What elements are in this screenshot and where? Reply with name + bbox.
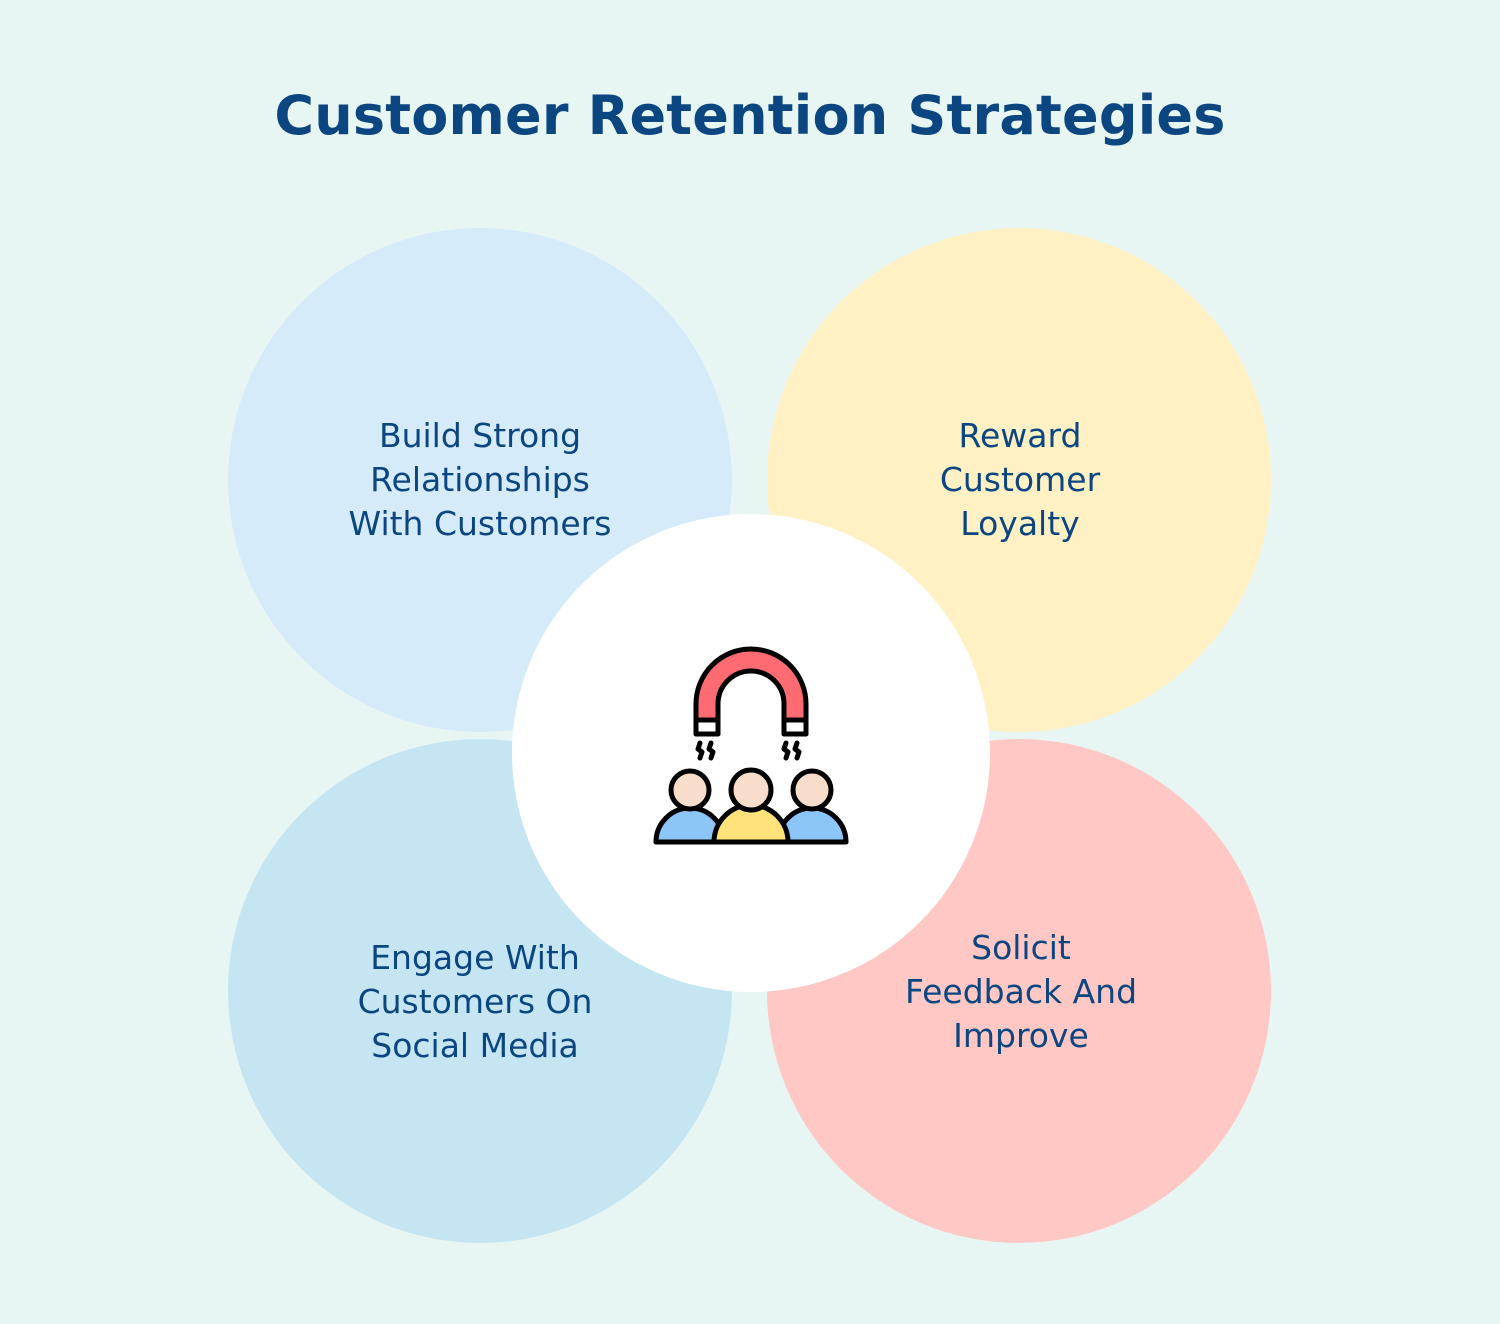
- person-head-right: [790, 768, 834, 812]
- strategy-label-build-relationships: Build Strong Relationships With Customer…: [348, 416, 612, 543]
- magnet-shape: [693, 646, 809, 737]
- strategy-label-social-media: Engage With Customers On Social Media: [357, 938, 593, 1065]
- person-head-middle: [728, 767, 774, 813]
- page-title: Customer Retention Strategies: [274, 84, 1226, 147]
- magnet-tip-right: [781, 717, 809, 737]
- center-circle: [512, 514, 990, 992]
- magnet-tip-left: [693, 717, 721, 737]
- strategy-label-solicit-feedback: Solicit Feedback And Improve: [904, 928, 1138, 1055]
- magnet-attracting-customers-icon: [653, 646, 849, 845]
- attraction-sparks: [695, 740, 802, 761]
- strategy-label-reward-loyalty: Reward Customer Loyalty: [939, 416, 1101, 543]
- person-head-left: [668, 768, 712, 812]
